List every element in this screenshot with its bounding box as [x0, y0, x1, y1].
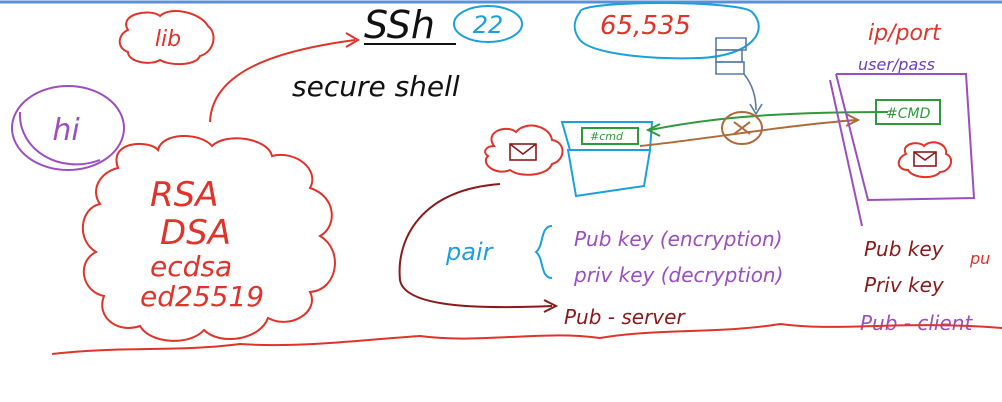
pub-server-label: Pub - server [564, 305, 686, 329]
max-port-bubble: 65,535 [573, 2, 760, 60]
connection [639, 111, 889, 147]
ssh-arrow [209, 39, 356, 123]
divider-line [51, 322, 1002, 355]
priv-key-label: priv key (decryption) [573, 263, 783, 287]
ssh-title-group: SSh 22 secure shell [292, 3, 523, 103]
client-cmd: #cmd [590, 130, 624, 143]
server-label: ip/port [868, 21, 942, 46]
ssh-port: 22 [473, 11, 504, 39]
algo-ecdsa: ecdsa [150, 250, 232, 283]
right-notes: Pub key pu Priv key Pub - client [860, 237, 990, 335]
max-port-label: 65,535 [600, 11, 691, 41]
port-circle [453, 5, 523, 43]
client-laptop: #cmd [560, 121, 654, 198]
algo-ed25519: ed25519 [140, 280, 264, 313]
ssh-arrow-head [345, 32, 360, 48]
pub-server-arrow [398, 183, 553, 309]
envelope-icon [913, 151, 937, 167]
client-key-cloud [484, 124, 564, 176]
server-cmd-box [875, 99, 941, 125]
client-cmd-box [581, 127, 639, 145]
right-pub-key-suffix: pu [969, 249, 990, 268]
pair-label: pair [445, 238, 495, 266]
server-key-cloud [897, 141, 953, 178]
key-pair: pair Pub key (encryption) priv key (decr… [398, 183, 783, 329]
algo-dsa: DSA [160, 213, 231, 253]
algorithms-cloud: RSA DSA ecdsa ed25519 [81, 134, 336, 342]
close-icon [733, 121, 751, 135]
port-stack [715, 37, 763, 116]
envelope-icon [509, 143, 537, 161]
right-priv-key: Priv key [864, 273, 945, 297]
server-box: ip/port user/pass #CMD [829, 21, 976, 227]
lib-label: lib [155, 27, 181, 52]
server-credentials: user/pass [858, 55, 935, 74]
server-cmd: #CMD [886, 106, 931, 122]
ssh-title: SSh [364, 3, 435, 47]
pub-key-label: Pub key (encryption) [574, 227, 783, 251]
hi-bubble: hi [11, 85, 125, 171]
firewall-circle [721, 111, 763, 145]
hi-label: hi [52, 113, 80, 148]
ssh-subtitle: secure shell [292, 70, 460, 103]
pair-brace [534, 225, 553, 279]
right-pub-client: Pub - client [860, 311, 973, 335]
lib-bubble: lib [118, 10, 215, 66]
right-pub-key: Pub key [864, 237, 945, 261]
algo-rsa: RSA [150, 175, 218, 215]
